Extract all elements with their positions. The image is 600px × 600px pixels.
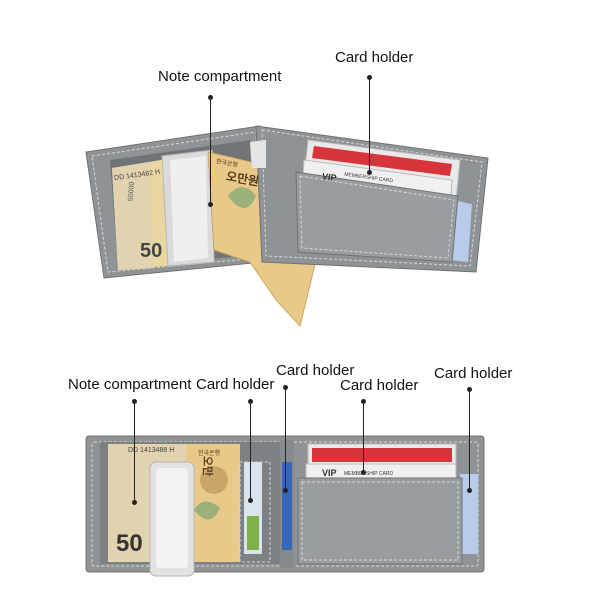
bottom-note-compartment-label: Note compartment — [68, 376, 192, 393]
bottom-card-holder-4-line — [469, 391, 470, 489]
bottom-card-holder-3-dot — [361, 399, 366, 404]
bottom-card-holder-2-pin — [283, 488, 288, 493]
bottom-card-holder-4-pin — [467, 488, 472, 493]
bottom-front-pocket — [297, 477, 463, 565]
bottom-card-holder-3-line — [363, 403, 364, 471]
bottom-note-serial: DD 1413488 H — [128, 447, 175, 454]
top-note-denom-big: 50 — [140, 240, 163, 262]
bottom-blue-card — [282, 462, 292, 550]
bottom-membership-text: MEMBERSHIP CARD — [344, 471, 394, 477]
bottom-card-holder-1-line — [250, 403, 251, 499]
bottom-card-holder-2-dot — [283, 385, 288, 390]
bottom-vip-text: VIP — [322, 468, 337, 478]
bottom-right-blue-card — [460, 474, 478, 554]
top-note-compartment-label: Note compartment — [158, 68, 282, 85]
bottom-card-holder-2-line — [285, 389, 286, 489]
top-wallet — [85, 125, 489, 328]
bottom-card-holder-label-4: Card holder — [434, 365, 513, 382]
bottom-card-holder-3-pin — [361, 470, 366, 475]
bottom-note-compartment-line — [134, 403, 135, 501]
top-card-holder-label: Card holder — [335, 49, 414, 66]
bottom-card-holder-label-3: Card holder — [340, 377, 419, 394]
bottom-wallet — [85, 435, 485, 577]
bottom-card-holder-1-dot — [248, 399, 253, 404]
top-card-holder-pin — [367, 170, 372, 175]
bottom-card-holder-label-2: Card holder — [276, 362, 355, 379]
bottom-card-holder-4-dot — [467, 387, 472, 392]
bottom-note-compartment-dot — [132, 399, 137, 404]
top-note-compartment-line — [210, 99, 211, 203]
bottom-note-compartment-pin — [132, 500, 137, 505]
bottom-note-bank: 한국은행 — [198, 451, 221, 457]
top-card-holder-line — [369, 79, 370, 171]
bottom-note-korean: 오만 — [201, 456, 213, 477]
top-vip-text: VIP — [321, 171, 338, 183]
top-note-compartment-pin — [208, 202, 213, 207]
bottom-note-denom-big: 50 — [116, 530, 143, 557]
bottom-card-holder-label-1: Card holder — [196, 376, 275, 393]
bottom-card-holder-1-pin — [248, 498, 253, 503]
top-front-pocket — [295, 171, 459, 263]
top-card-holder-dot — [367, 75, 372, 80]
top-note-compartment-dot — [208, 95, 213, 100]
top-note-denom-small: 50000 — [127, 181, 136, 202]
